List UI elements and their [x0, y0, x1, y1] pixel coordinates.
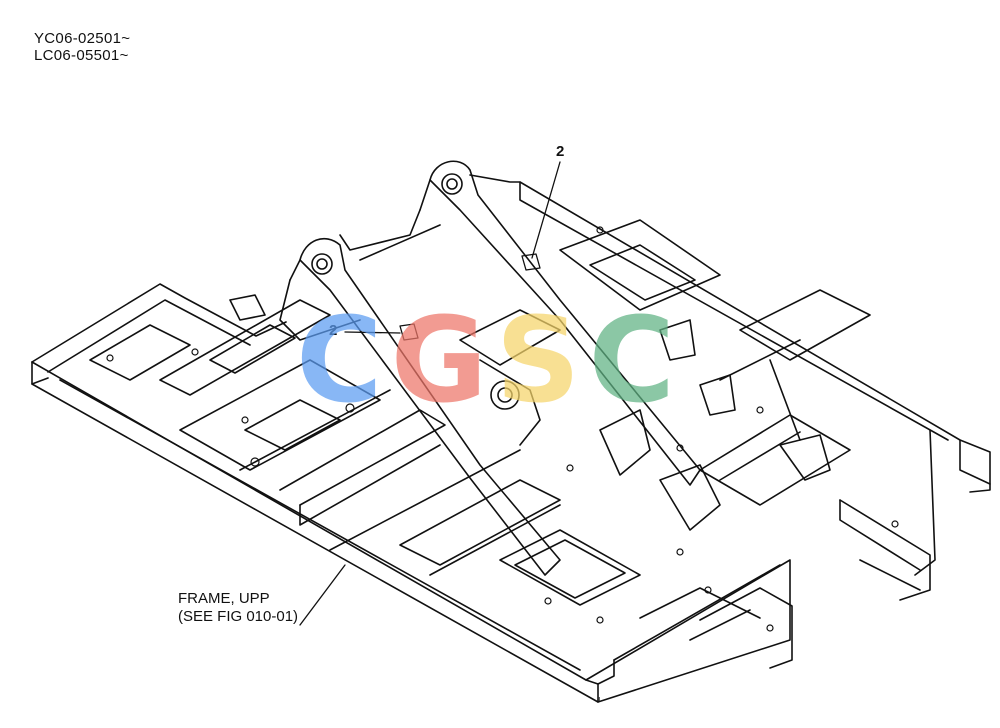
stray-tick-mark: ı: [598, 694, 601, 704]
frame-label-line-1: FRAME, UPP: [178, 590, 270, 607]
serial-line-2: LC06-05501~: [34, 47, 129, 64]
cgsc-watermark: CGSC: [296, 300, 716, 420]
serial-line-1: YC06-02501~: [34, 30, 131, 47]
serial-number-block: YC06-02501~ LC06-05501~: [34, 30, 130, 64]
callout-leaders: [299, 161, 561, 626]
frame-callout-label: FRAME, UPP (SEE FIG 010-01): [178, 590, 298, 626]
watermark-letter-3: S: [495, 291, 589, 429]
callout-2-upper: 2: [556, 143, 565, 160]
watermark-letter-1: C: [296, 291, 391, 429]
watermark-letter-4: C: [588, 291, 684, 429]
watermark-letter-2: G: [390, 291, 496, 429]
frame-outline: [31, 174, 991, 703]
callout-2-middle: 2: [329, 322, 338, 339]
bolt-markers: [106, 226, 899, 632]
frame-label-line-2: (SEE FIG 010-01): [178, 608, 299, 625]
boom-brackets: [229, 160, 831, 576]
